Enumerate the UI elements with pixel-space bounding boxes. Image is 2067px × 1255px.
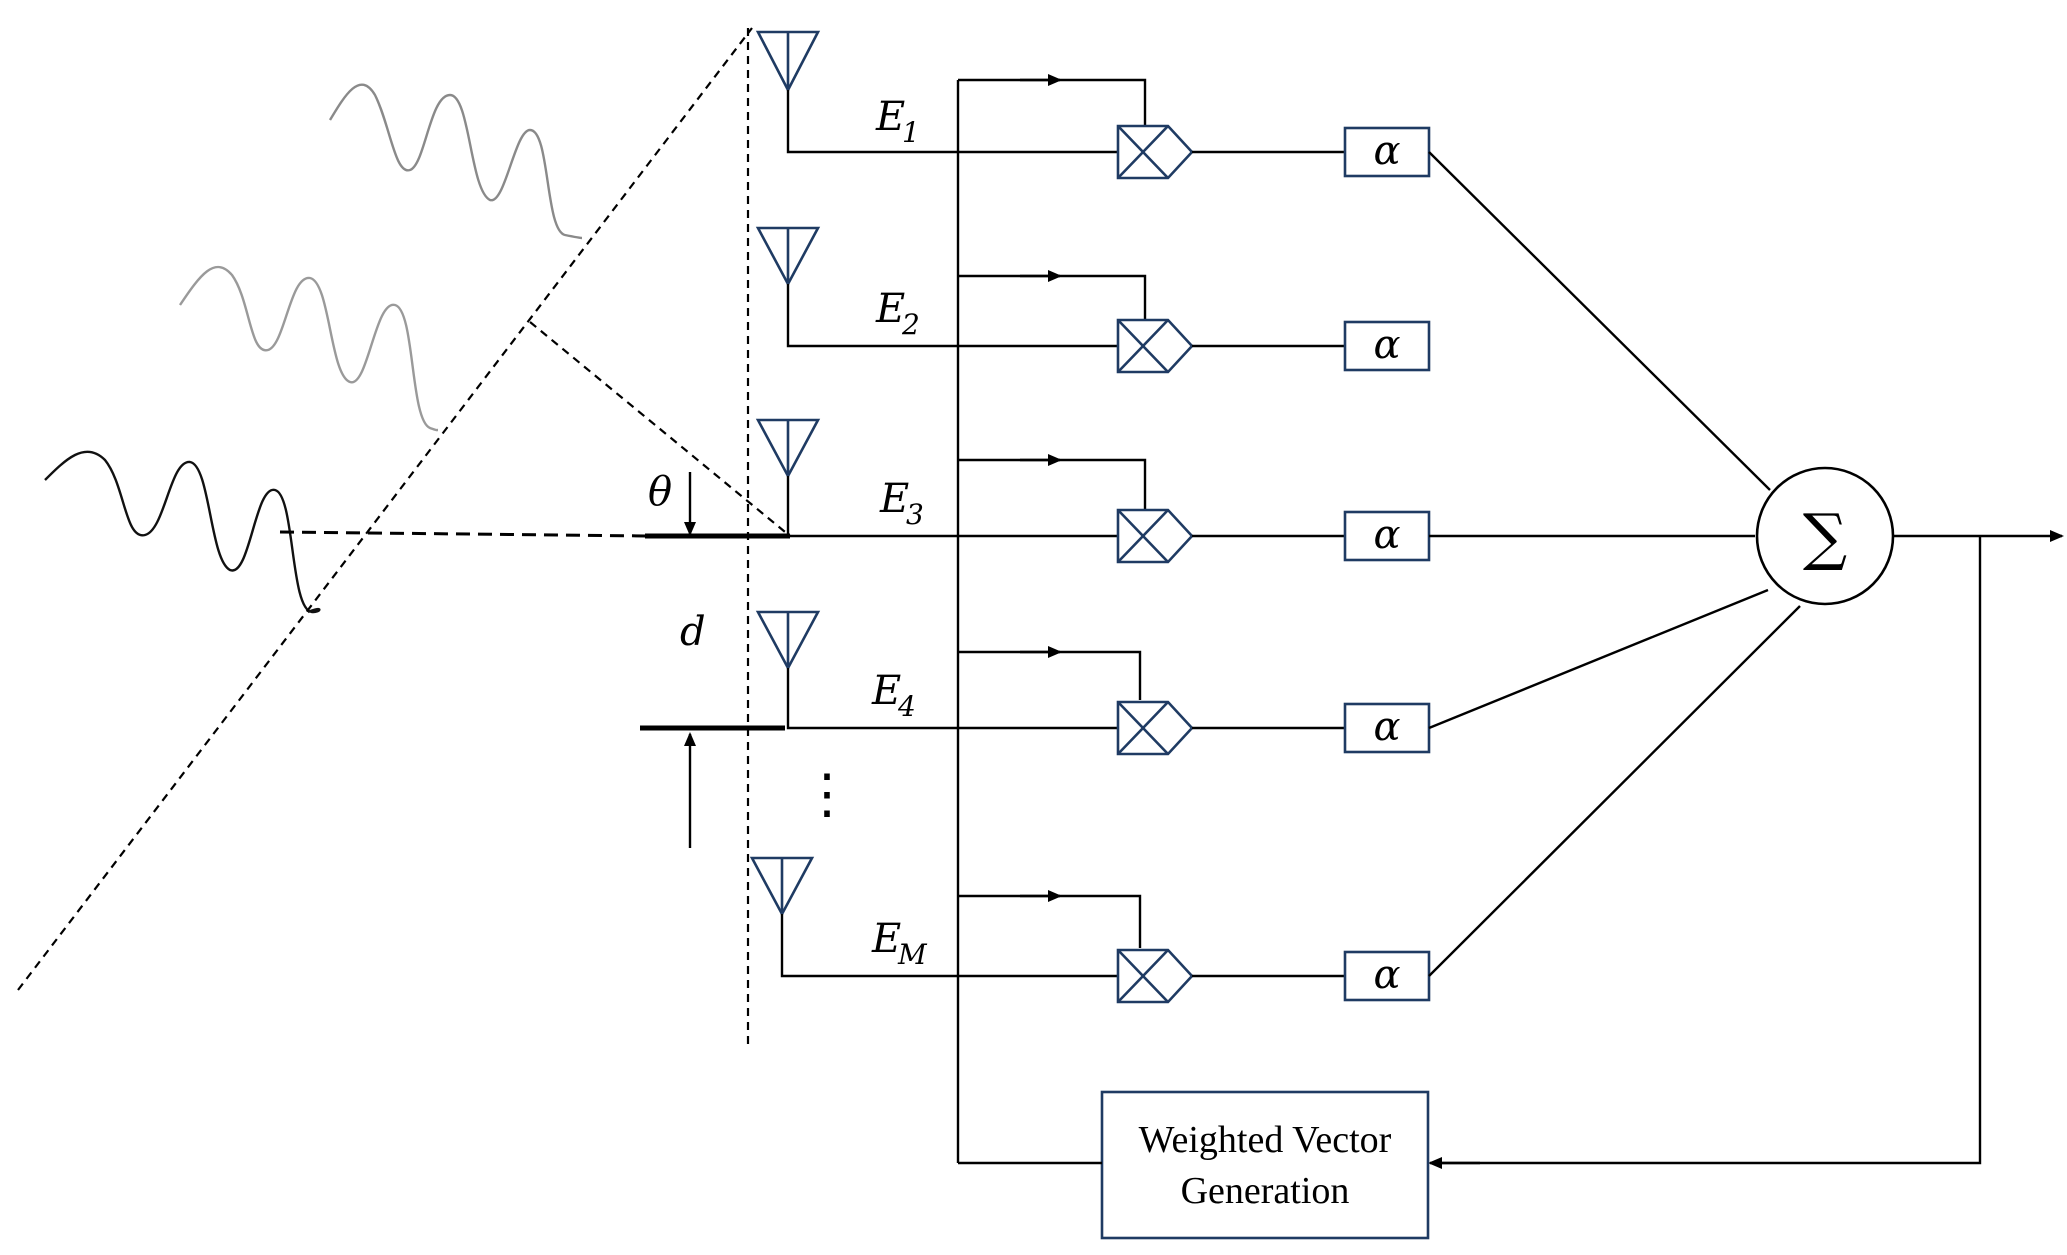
multiplier-1	[1116, 124, 1194, 180]
element-label-3: E 3	[879, 476, 924, 531]
multiplier-4	[1116, 700, 1194, 756]
svg-text:∑: ∑	[1803, 500, 1847, 573]
multiplier-2	[1116, 318, 1194, 374]
svg-text:2: 2	[901, 308, 920, 341]
svg-text:α: α	[1373, 512, 1400, 558]
summer-node: ∑	[1755, 466, 1895, 606]
weight-branch-m	[958, 894, 1142, 948]
antenna-4	[755, 610, 821, 671]
element-label-4: E 4	[871, 668, 916, 723]
ellipsis: ⋮	[800, 762, 854, 825]
svg-text:α: α	[1373, 704, 1400, 750]
theta-label: θ	[648, 469, 672, 515]
alpha-box-1: α	[1343, 126, 1431, 178]
svg-text:α: α	[1373, 952, 1400, 998]
feedback-line	[1440, 536, 1982, 1165]
svg-text:M: M	[897, 938, 928, 971]
weighted-vector-generation-box: Weighted Vector Generation	[1100, 1090, 1430, 1240]
spacing-label: d	[680, 609, 706, 655]
svg-text:4: 4	[897, 690, 916, 723]
weight-branch-2	[958, 274, 1147, 320]
alpha-box-2: α	[1343, 320, 1431, 372]
antenna-2	[755, 226, 821, 287]
incoming-wave-3	[44, 450, 321, 614]
svg-text:α: α	[1373, 128, 1400, 174]
feed-line-3	[786, 476, 1125, 538]
alpha-box-3: α	[1343, 510, 1431, 562]
incoming-wave-2	[179, 265, 439, 432]
alpha-box-m: α	[1343, 950, 1431, 1002]
svg-text:3: 3	[906, 498, 924, 531]
svg-text:Generation: Generation	[1181, 1170, 1350, 1212]
alpha-box-4: α	[1343, 702, 1431, 754]
feed-line-2	[786, 284, 1125, 348]
ray-line	[279, 530, 651, 538]
svg-text:Weighted Vector: Weighted Vector	[1139, 1119, 1392, 1161]
weight-branch-3	[958, 458, 1147, 510]
multiplier-3	[1116, 508, 1194, 564]
element-label-2: E 2	[875, 286, 920, 341]
weight-branch-1	[958, 78, 1147, 125]
svg-text:E: E	[871, 668, 901, 714]
feed-line-m	[780, 914, 1125, 978]
feed-line-4	[786, 668, 1125, 730]
svg-text:α: α	[1373, 322, 1400, 368]
element-label-m: E M	[871, 916, 928, 971]
path-difference-line	[529, 321, 791, 537]
antenna-m	[749, 856, 815, 917]
incoming-wave-1	[328, 83, 583, 240]
svg-text:1: 1	[902, 116, 920, 149]
svg-text:E: E	[875, 286, 905, 332]
feed-line-1	[786, 90, 1125, 154]
element-label-1: E 1	[875, 94, 920, 149]
weight-branch-4	[958, 650, 1142, 700]
wavefront-line	[17, 27, 753, 991]
antenna-1	[755, 30, 821, 93]
svg-text:E: E	[871, 916, 901, 962]
svg-text:E: E	[875, 94, 905, 140]
multiplier-m	[1116, 948, 1194, 1004]
svg-text:E: E	[879, 476, 909, 522]
antenna-3	[755, 418, 821, 479]
